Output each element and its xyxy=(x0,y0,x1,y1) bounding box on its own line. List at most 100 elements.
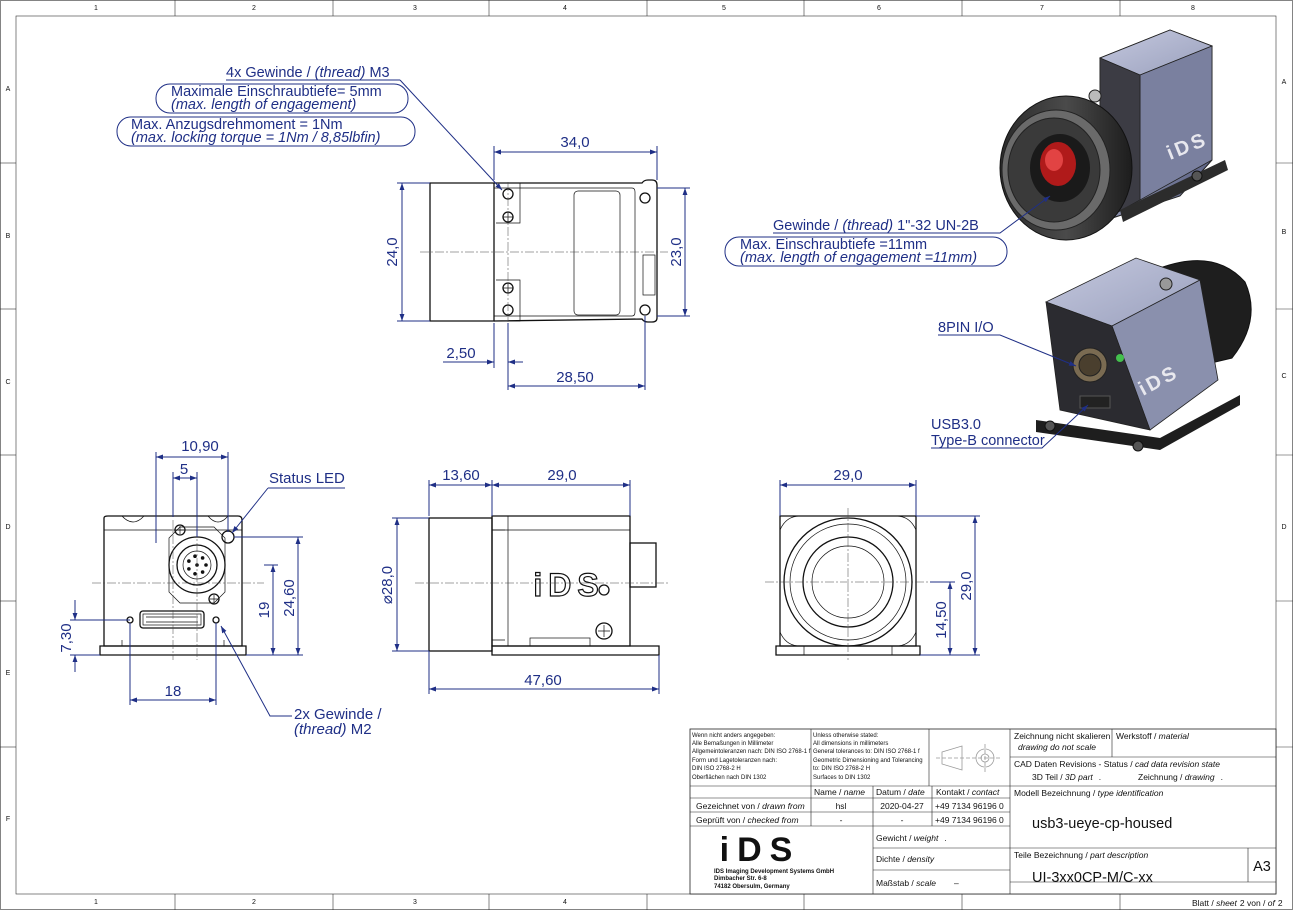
connector-pin xyxy=(200,570,205,574)
dim-front-w18: 18 xyxy=(165,683,182,700)
back-view: 29,0 29,0 14,50 xyxy=(765,467,980,660)
thread-word: (thread) xyxy=(315,65,366,81)
lens-thread-word: (thread) xyxy=(842,218,893,234)
grid-row-a: A xyxy=(6,86,11,93)
projection-symbol-icon xyxy=(936,744,1000,772)
part3d-value: . xyxy=(1099,772,1101,782)
grid-col-1-bottom: 1 xyxy=(94,899,98,906)
connector-pin xyxy=(204,563,208,567)
drawn-date: 2020-04-27 xyxy=(880,801,924,811)
dim-top-height: 24,0 xyxy=(384,237,401,266)
general-de-line: Alle Bemaßungen in Millimeter xyxy=(692,741,773,747)
sheet-format: A3 xyxy=(1253,859,1271,875)
svg-text:Zeichnung / drawing.: Zeichnung / drawing. xyxy=(1138,772,1223,782)
general-de-line: Allgemeintoleranzen nach: DIN ISO 2768-1… xyxy=(692,749,811,755)
svg-text:Name / name: Name / name xyxy=(814,787,865,797)
logo-side: iDS xyxy=(533,567,604,603)
sheet-num: 2 xyxy=(1240,898,1245,908)
dim-top-height-inner: 23,0 xyxy=(668,237,685,266)
header-date-en: date xyxy=(908,787,925,797)
dim-side-body: 29,0 xyxy=(547,467,576,484)
general-notes-en: Unless otherwise stated: All dimensions … xyxy=(813,733,923,781)
thread-m3-value: M3 xyxy=(365,65,389,81)
grid-row-d: D xyxy=(5,524,10,531)
connector-pin xyxy=(193,554,197,559)
dim-top-hole-spacing: 28,50 xyxy=(556,369,594,386)
general-de-line: DIN ISO 2768-2 H xyxy=(692,766,741,772)
svg-text:Gewicht / weight.: Gewicht / weight. xyxy=(876,833,947,843)
logo-title-block: iDS xyxy=(720,831,801,869)
dim-front-h24: 24,60 xyxy=(281,579,298,617)
density-label: Dichte / xyxy=(876,854,907,864)
general-notes-de: Wenn nicht anders angegeben: Alle Bemaßu… xyxy=(692,733,811,781)
usb-label-2: Type-B connector xyxy=(931,433,1045,449)
svg-text:Gezeichnet von / drawn from: Gezeichnet von / drawn from xyxy=(696,801,805,811)
no-scale-de: Zeichnung nicht skalieren xyxy=(1014,731,1111,741)
checked-label: Geprüft von / xyxy=(696,815,748,825)
dim-back-height: 29,0 xyxy=(958,571,975,600)
svg-text:Kontakt / contact: Kontakt / contact xyxy=(936,787,1000,797)
torque-en: (max. locking torque = 1Nm / 8,85lbfin) xyxy=(131,130,380,146)
grid-col-3-bottom: 3 xyxy=(413,899,417,906)
dim-back-center: 14,50 xyxy=(933,601,950,639)
general-de-line: Wenn nicht anders angegeben: xyxy=(692,733,776,739)
checked-date: - xyxy=(901,815,904,825)
dim-side-total: 47,60 xyxy=(524,672,562,689)
thread-m2-value: M2 xyxy=(347,721,372,738)
grid-row-a-right: A xyxy=(1282,79,1287,86)
connector-pin xyxy=(193,571,197,576)
checked-label-en: checked from xyxy=(748,815,799,825)
drawing-label: Zeichnung / xyxy=(1138,772,1185,782)
io-label: 8PIN I/O xyxy=(938,320,994,336)
dim-front-led: 5 xyxy=(180,461,188,478)
grid-row-d-right: D xyxy=(1281,524,1286,531)
drawn-contact: +49 7134 96196 0 xyxy=(935,801,1004,811)
svg-text:Geprüft von / checked from: Geprüft von / checked from xyxy=(696,815,799,825)
general-en-line: Unless otherwise stated: xyxy=(813,733,879,739)
cad-status: CAD Daten Revisions - Status / xyxy=(1014,759,1135,769)
model-value: usb3-ueye-cp-housed xyxy=(1032,816,1172,832)
drawn-label: Gezeichnet von / xyxy=(696,801,762,811)
thread-m2-word: (thread) xyxy=(294,721,347,738)
status-led-label: Status LED xyxy=(269,470,345,487)
grid-row-c: C xyxy=(5,379,10,386)
dim-side-dia: ⌀28,0 xyxy=(379,566,396,604)
weight-label-en: weight xyxy=(914,833,939,843)
dim-front-h19: 19 xyxy=(256,602,273,619)
iso-view-lens: iDS Gewinde / (thread) 1"-32 UN-2B Max. … xyxy=(724,29,1228,267)
general-en-line: General tolerances to: DIN ISO 2768-1 f xyxy=(813,749,920,755)
grid-row-e: E xyxy=(6,670,11,677)
svg-text:Modell Bezeichnung / type iden: Modell Bezeichnung / type identification xyxy=(1014,788,1164,798)
dim-side-lens: 13,60 xyxy=(442,467,480,484)
part-desc-label-en: part description xyxy=(1089,850,1148,860)
sheet-label-en: sheet xyxy=(1216,898,1237,908)
header-date: Datum / xyxy=(876,787,908,797)
lens-thread-label: Gewinde / xyxy=(773,218,842,234)
svg-text:4x Gewinde / (thread) M3: 4x Gewinde / (thread) M3 xyxy=(226,65,390,81)
connector-pin xyxy=(187,567,191,571)
dim-top-width: 34,0 xyxy=(560,134,589,151)
general-en-line: Geometric Dimensioning and Tolerancing xyxy=(813,758,923,764)
depth11-de: Max. Einschraubtiefe =11mm xyxy=(740,237,927,253)
side-view: iDS 13,60 29,0 ⌀28,0 47,60 xyxy=(379,467,670,694)
svg-text:Teile Bezeichnung / part descr: Teile Bezeichnung / part description xyxy=(1014,850,1148,860)
front-view: 10,90 5 24,60 19 7,30 18 Status LED 2x G… xyxy=(58,438,382,738)
depth5-en: (max. length of engagement) xyxy=(171,97,356,113)
grid-col-4-bottom: 4 xyxy=(563,899,567,906)
grid-labels: 1 2 3 4 5 6 7 8 1 2 3 4 A B C D E F A B … xyxy=(5,5,1286,906)
sheet-of-en: of xyxy=(1268,898,1277,908)
usb-label-1: USB3.0 xyxy=(931,417,981,433)
header-contact: Kontakt / xyxy=(936,787,972,797)
svg-text:Werkstoff / material: Werkstoff / material xyxy=(1116,731,1190,741)
svg-text:Dichte / density: Dichte / density xyxy=(876,854,935,864)
connector-pin xyxy=(187,559,191,563)
weight-label: Gewicht / xyxy=(876,833,914,843)
part-desc-value: UI-3xx0CP-M/C-xx xyxy=(1032,870,1154,886)
grid-row-b-right: B xyxy=(1282,229,1287,236)
general-en-line: All dimensions in millimeters xyxy=(813,741,888,747)
part3d-label: 3D Teil / xyxy=(1032,772,1065,782)
drawing-value: . xyxy=(1221,772,1223,782)
header-contact-en: contact xyxy=(972,787,1000,797)
general-en-line: Surfaces to DIN 1302 xyxy=(813,775,871,781)
